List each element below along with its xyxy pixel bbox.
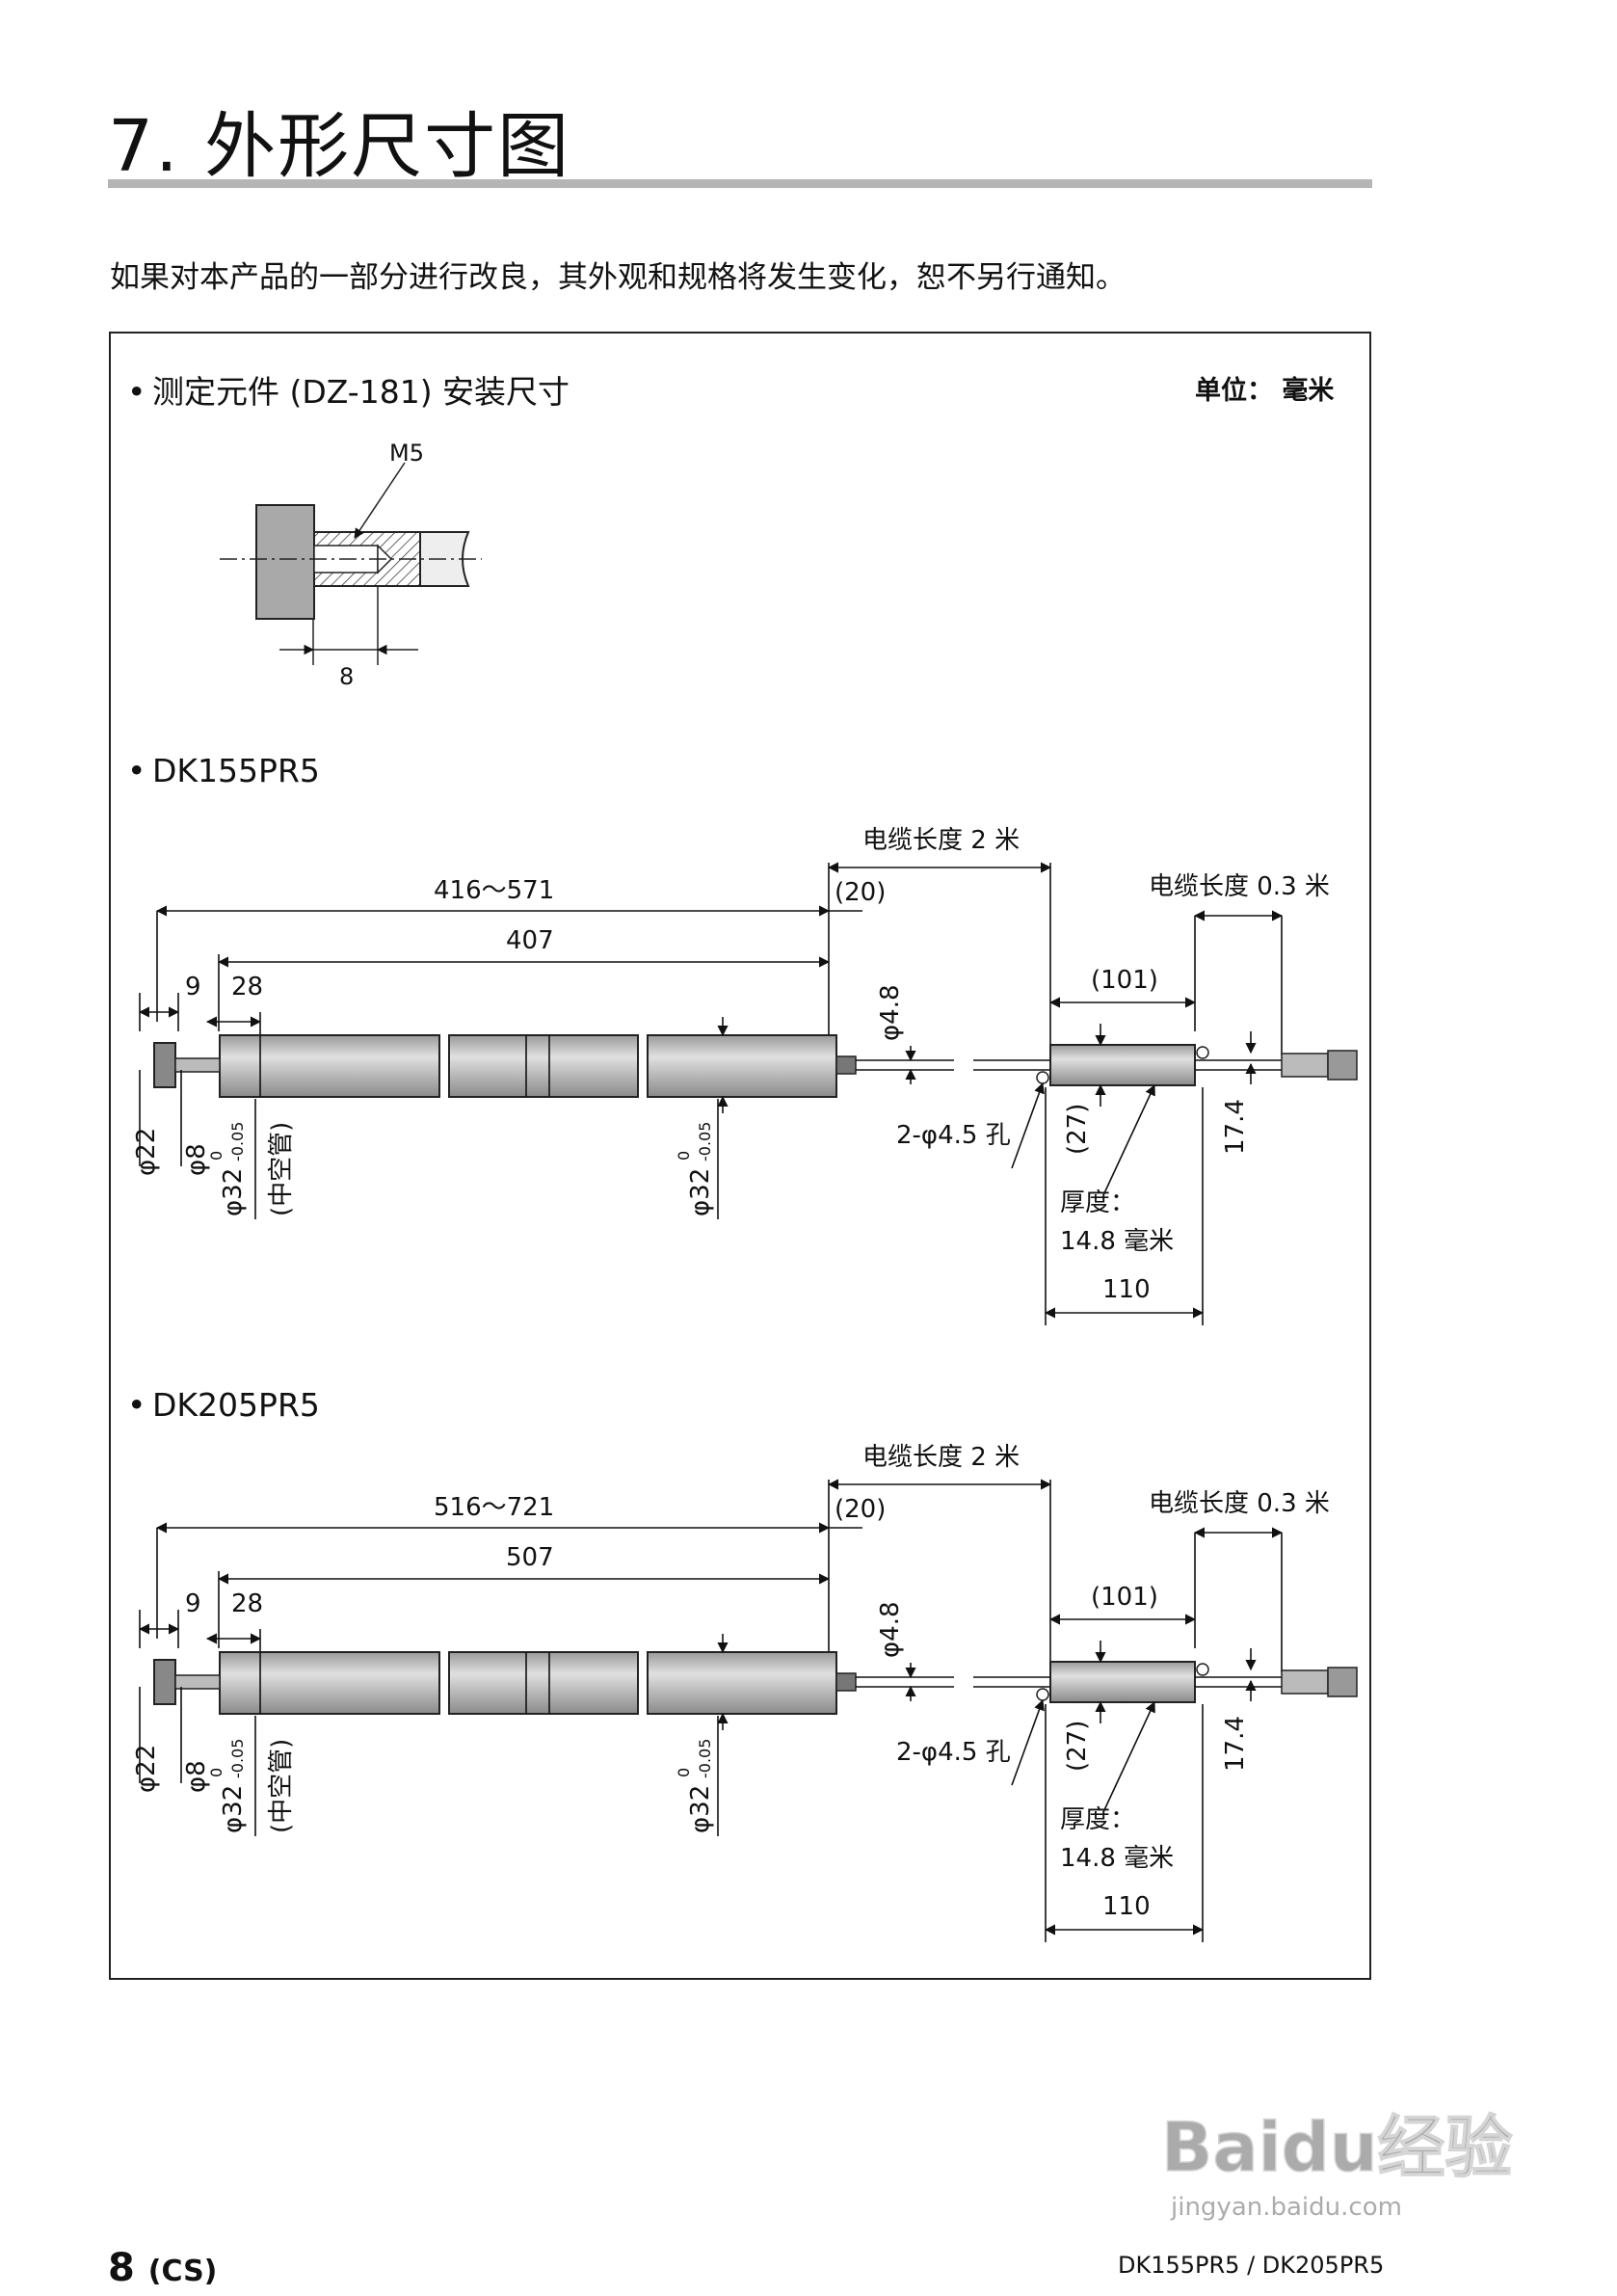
- cable-gap-label: (20): [835, 1495, 886, 1524]
- watermark-url: jingyan.baidu.com: [1170, 2193, 1402, 2222]
- title-underline: [108, 179, 1372, 188]
- tol-upper: 0: [207, 1768, 225, 1777]
- thickness-label: 厚度：: [1060, 1188, 1135, 1217]
- h27-label: (27): [1063, 1104, 1092, 1155]
- section-heading-dk155: •DK155PR5: [127, 752, 320, 789]
- total-box-label: 110: [1102, 1892, 1151, 1921]
- holes-label: 2-φ4.5 孔: [896, 1121, 1011, 1150]
- cable-short-label: 电缆长度 0.3 米: [1149, 872, 1330, 901]
- mount-hole: [1196, 1046, 1209, 1059]
- mount-hole: [1196, 1663, 1209, 1676]
- cylinder-segment: [448, 1034, 639, 1098]
- stroke-range-label: 416～571: [434, 876, 554, 905]
- dim-28-label: 28: [231, 973, 263, 1001]
- thickness-value: 14.8 毫米: [1060, 1227, 1174, 1256]
- cable-main-label: 电缆长度 2 米: [862, 1443, 1020, 1472]
- hole-leader: [1011, 1698, 1045, 1786]
- hollow-label: (中空管): [267, 1739, 296, 1833]
- bullet: •: [127, 373, 146, 411]
- watermark-text: Baidu经验: [1161, 2108, 1513, 2187]
- cable-short-label: 电缆长度 0.3 米: [1149, 1489, 1330, 1518]
- interface-box: [1049, 1044, 1196, 1086]
- phi8-label: φ8: [182, 1143, 211, 1176]
- phi8-label: φ8: [182, 1760, 211, 1793]
- cable-main-label: 电缆长度 2 米: [862, 826, 1020, 855]
- tol-lower: -0.05: [228, 1122, 247, 1161]
- phi32-label: φ32: [686, 1168, 715, 1216]
- section-heading-dk205: •DK205PR5: [127, 1386, 320, 1424]
- dim-9-label: 9: [185, 1589, 201, 1618]
- tol-upper: 0: [675, 1151, 693, 1161]
- thread-label: M5: [389, 440, 424, 467]
- holes-label: 2-φ4.5 孔: [896, 1738, 1011, 1767]
- cylinder-segment: [219, 1651, 440, 1715]
- page-title: 7. 外形尺寸图: [108, 105, 571, 188]
- h174-label: 17.4: [1221, 1099, 1250, 1155]
- dim-9-label: 9: [185, 973, 201, 1001]
- box-length-label: (101): [1091, 966, 1158, 995]
- connector-plug: [1327, 1050, 1358, 1081]
- stroke-range-label: 516～721: [434, 1493, 554, 1522]
- probe-shaft: [174, 1674, 221, 1690]
- thickness-leader: [1102, 1700, 1155, 1813]
- probe-shaft: [174, 1057, 221, 1073]
- cylinder-segment: [647, 1034, 837, 1098]
- thickness-label: 厚度：: [1060, 1805, 1135, 1834]
- box-length-label: (101): [1091, 1583, 1158, 1612]
- phi22-label: φ22: [132, 1745, 161, 1793]
- notice-text: 如果对本产品的一部分进行改良，其外观和规格将发生变化，恕不另行通知。: [110, 260, 1126, 295]
- cable-gland: [835, 1672, 857, 1692]
- baidu-watermark: Baidu经验 jingyan.baidu.com: [1160, 2101, 1547, 2230]
- interface-box: [1049, 1661, 1196, 1703]
- page-number: 8 (CS): [108, 2246, 218, 2290]
- tol-upper: 0: [675, 1768, 693, 1777]
- body-length-label: 407: [506, 926, 554, 955]
- section-heading-sensor: •测定元件 (DZ-181) 安装尺寸: [127, 373, 570, 411]
- h27-label: (27): [1063, 1721, 1092, 1772]
- connector: [1281, 1669, 1329, 1695]
- h174-label: 17.4: [1221, 1716, 1250, 1772]
- bullet: •: [127, 1386, 146, 1424]
- drawing-frame: [109, 332, 1371, 1980]
- phi32-label: φ32: [219, 1168, 248, 1216]
- total-box-label: 110: [1102, 1275, 1151, 1304]
- tol-upper: 0: [207, 1151, 225, 1161]
- cable-gap-label: (20): [835, 878, 886, 907]
- cable-gland: [835, 1055, 857, 1075]
- body-length-label: 507: [506, 1543, 554, 1572]
- probe-head: [153, 1042, 176, 1088]
- phi32-label: φ32: [219, 1785, 248, 1833]
- thickness-value: 14.8 毫米: [1060, 1844, 1174, 1873]
- hollow-label: (中空管): [267, 1122, 296, 1216]
- footer-models: DK155PR5 / DK205PR5: [1118, 2252, 1385, 2279]
- mount-hole: [1036, 1071, 1049, 1084]
- tol-lower: -0.05: [696, 1122, 714, 1161]
- mount-hole: [1036, 1688, 1049, 1701]
- dim-28-label: 28: [231, 1589, 263, 1618]
- sensor-detail-drawing: [220, 462, 482, 665]
- bullet: •: [127, 752, 146, 789]
- tol-lower: -0.05: [696, 1739, 714, 1778]
- connector: [1281, 1053, 1329, 1078]
- cylinder-segment: [448, 1651, 639, 1715]
- connector-plug: [1327, 1667, 1358, 1697]
- hole-leader: [1011, 1081, 1045, 1169]
- unit-label: 单位： 毫米: [1195, 376, 1335, 406]
- depth-label: 8: [339, 663, 354, 690]
- phi22-label: φ22: [132, 1128, 161, 1176]
- probe-head: [153, 1659, 176, 1705]
- phi32-label: φ32: [686, 1785, 715, 1833]
- thickness-leader: [1102, 1083, 1155, 1196]
- tol-lower: -0.05: [228, 1739, 247, 1778]
- cable-dia-label: φ4.8: [876, 1602, 905, 1659]
- cylinder-segment: [647, 1651, 837, 1715]
- cable-dia-label: φ4.8: [876, 985, 905, 1042]
- cylinder-segment: [219, 1034, 440, 1098]
